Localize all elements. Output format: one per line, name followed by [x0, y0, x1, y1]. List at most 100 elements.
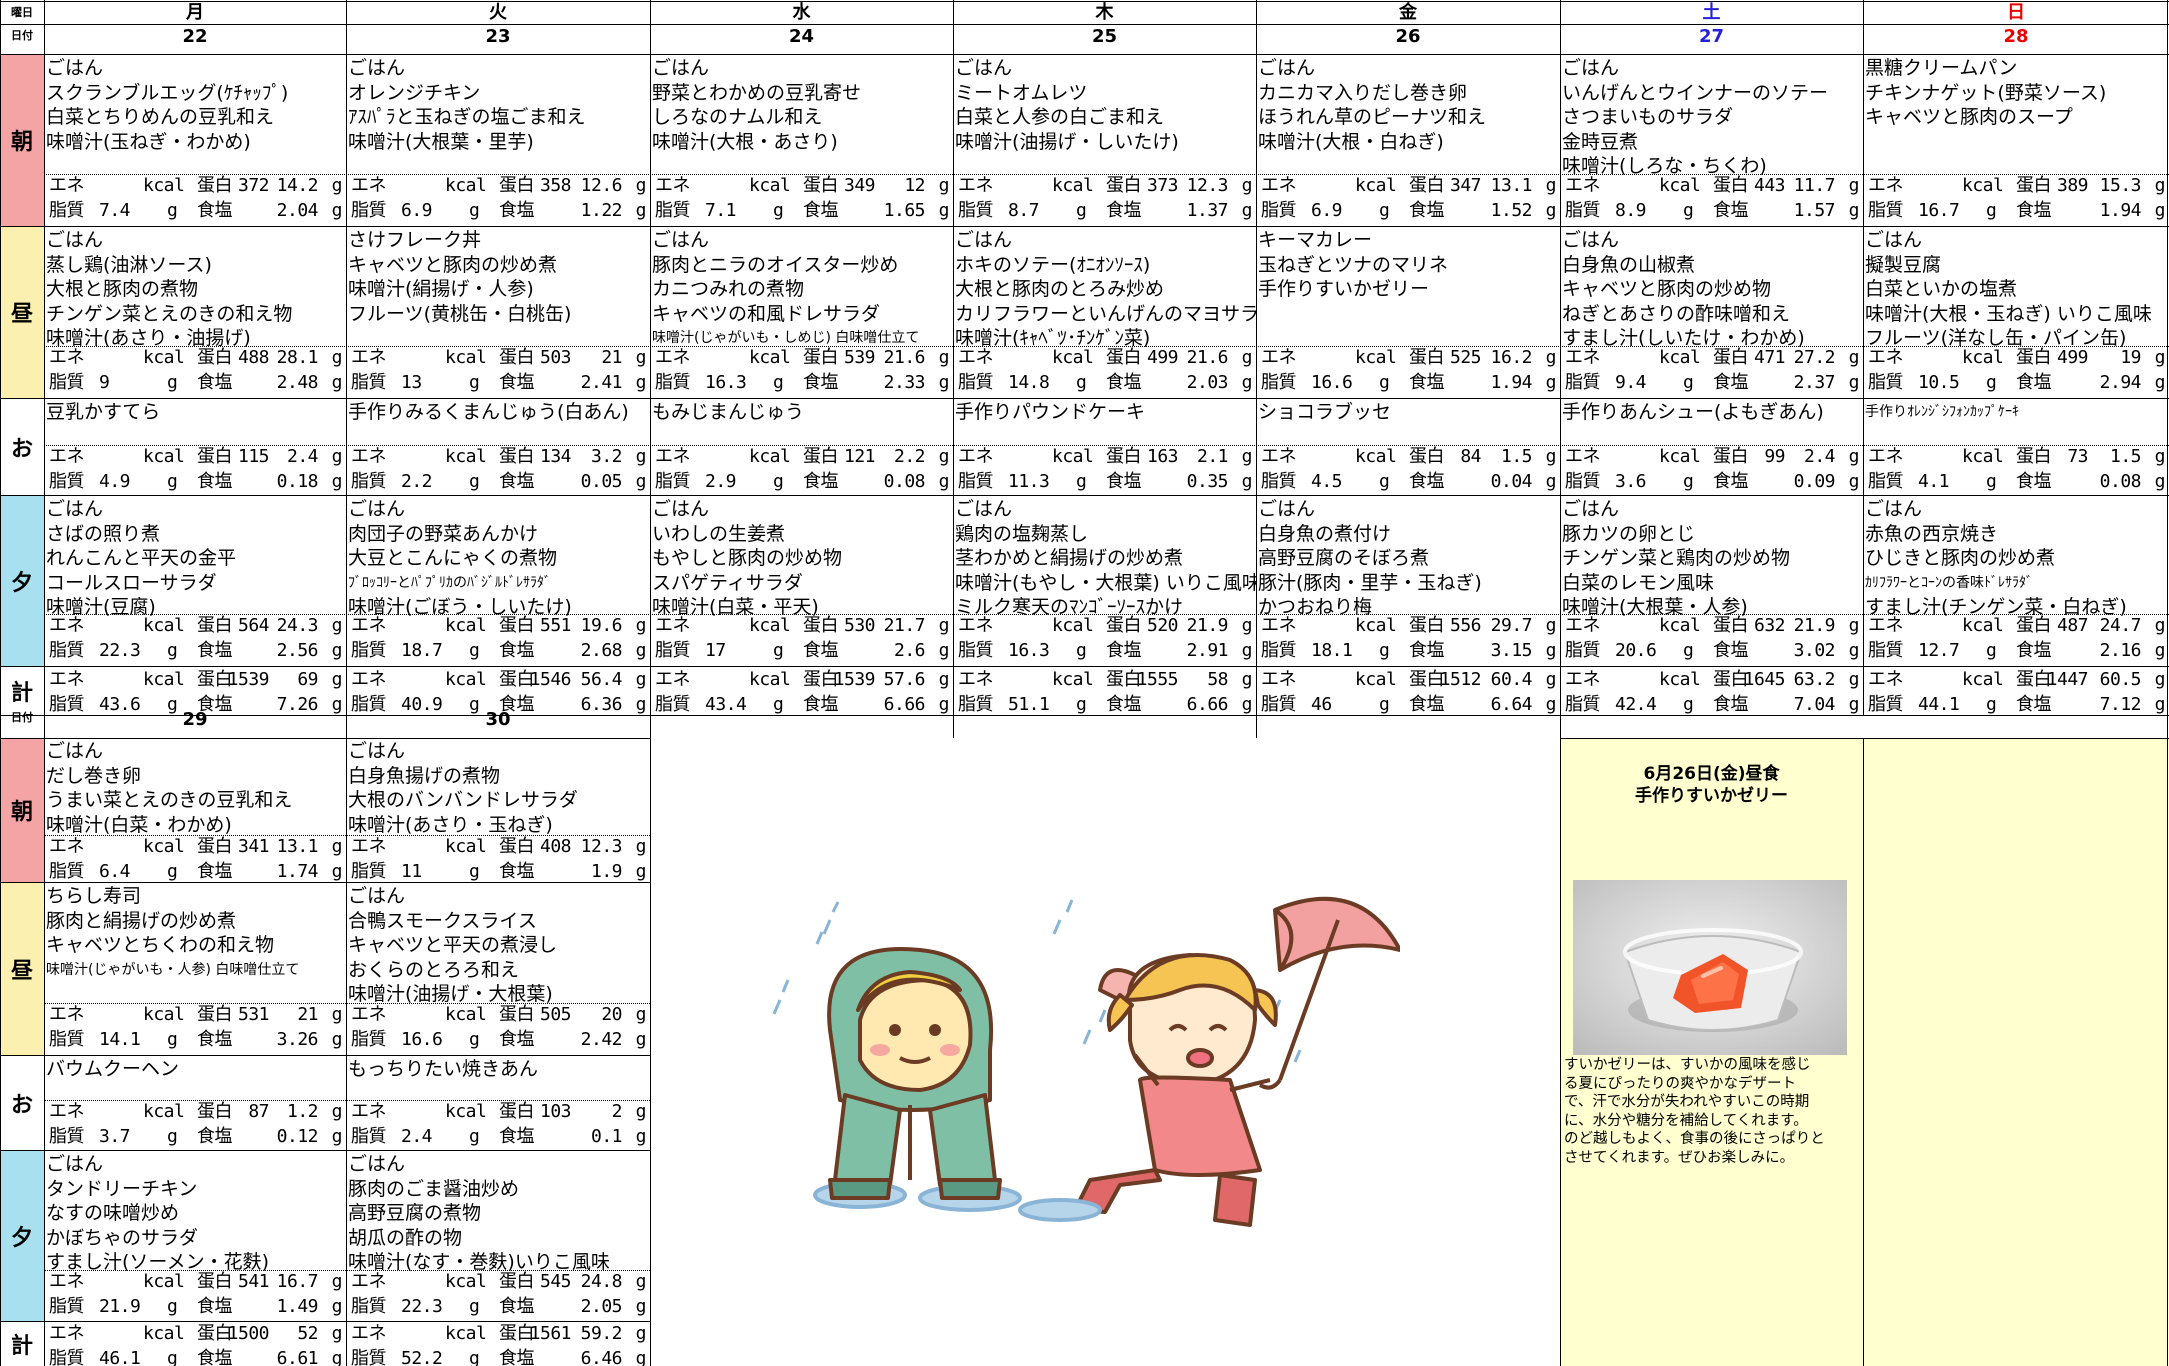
day-1: 火 [489, 2, 507, 23]
nutrition-value: エネ [49, 347, 85, 368]
day-6: 日 [2007, 2, 2025, 23]
menu-item: 豚肉とニラのオイスター炒め [652, 253, 899, 276]
nutrition-value: 食塩 [499, 199, 535, 221]
menu-item: さけフレーク丼 [348, 229, 482, 251]
nutrition-value: g [167, 371, 178, 393]
nutrition-value: エネ [1261, 615, 1297, 636]
menu-item: 手作りすいかゼリー [1258, 278, 1430, 300]
nutrition-value: 12 [904, 175, 925, 196]
menu-item: ごはん [46, 740, 104, 762]
nutrition-value: g [167, 1295, 178, 1317]
menu-item: ごはん [955, 57, 1013, 79]
nutrition-value: 蛋白 [499, 615, 535, 636]
nutrition-value: g [2154, 371, 2166, 393]
nutrition-value: g [167, 199, 178, 221]
nutrition-value: 蛋白 [803, 446, 839, 467]
nutrition-value: 1500 [227, 1323, 270, 1344]
nutrition-value: g [1076, 639, 1087, 661]
meal-dinner: ごはん肉団子の野菜あんかけ大豆とこんにゃくの煮物ﾌﾞﾛｯｺﾘｰとﾊﾟﾌﾟﾘｶのﾊ… [346, 497, 650, 620]
grid-line [0, 226, 2169, 227]
nutrition-value: 脂質 [351, 1028, 387, 1050]
nutrition-value: 13 [401, 371, 422, 393]
feature-title: 手作りすいかゼリー [1635, 786, 1788, 806]
grid-line [0, 715, 2169, 716]
nutrition-value: kcal [1962, 347, 2004, 368]
nutrition-value: g [635, 199, 647, 221]
nutrition-value: g [773, 470, 784, 492]
menu-item: キャベツと平天の煮浸し [348, 934, 558, 956]
nutrition-value: 2.68 [580, 639, 623, 661]
nutrition-value: 541 [237, 1271, 270, 1292]
menu-item: フルーツ(洋なし缶・パイン缶) [1865, 327, 2127, 349]
menu-item: れんこんと平天の金平 [46, 547, 237, 569]
nutrition-value: 52 [297, 1323, 318, 1344]
nutrition-value: 2.16 [2099, 639, 2142, 661]
day-0: 月 [186, 2, 204, 23]
nutrition-value: g [1241, 615, 1253, 636]
menu-item: いわしの生姜煮 [652, 522, 786, 545]
nutrition-value: 2.94 [2099, 371, 2142, 393]
meal-snack: もっちりたい焼きあん [346, 1057, 650, 1082]
menu-item: 豚肉のごま醤油炒め [348, 1177, 520, 1200]
nutrition-value: 2.04 [276, 199, 319, 221]
nutrition-value: 食塩 [197, 470, 233, 492]
nutrition-value: エネ [351, 347, 387, 368]
nutrition-value: エネ [1261, 347, 1297, 368]
nutrition-value: 脂質 [351, 199, 387, 221]
nutrition-value: 食塩 [499, 470, 535, 492]
nutrition-value: 4.1 [1918, 470, 1950, 492]
nutrition-value: 食塩 [499, 1295, 535, 1317]
nutrition-value: 44.1 [1918, 693, 1960, 715]
nutrition-value: 0.18 [276, 470, 319, 492]
menu-item: 鶏肉の塩麹蒸し [955, 522, 1089, 545]
nutrition-value: 脂質 [1261, 199, 1297, 221]
nutrition-value: 0.1 [590, 1125, 623, 1147]
nutrition-value: g [331, 860, 343, 882]
nutrition-value: 2.9 [705, 470, 737, 492]
menu-item: ごはん [955, 229, 1013, 251]
nutrition-value: 蛋白 [1409, 615, 1445, 636]
grid-line-dotted [44, 174, 2169, 175]
grid-line [0, 666, 2169, 667]
grid-line-dotted [44, 1270, 650, 1271]
menu-item: チキンナゲット(野菜ソース) [1865, 81, 2107, 104]
nutrition-value: 0.08 [883, 470, 926, 492]
nutrition-value: 8.9 [1615, 199, 1647, 221]
menu-item: もっちりたい焼きあん [348, 1058, 539, 1080]
nutrition-value: g [331, 1028, 343, 1050]
nutrition-value: 食塩 [197, 639, 233, 661]
nutrition-value: 食塩 [197, 199, 233, 221]
nutrition-value: 6.66 [1186, 693, 1229, 715]
nutrition-value: 14.1 [99, 1028, 141, 1050]
nutrition-value: kcal [143, 446, 185, 467]
nutrition-value: 脂質 [1565, 470, 1601, 492]
nutrition-value: 蛋白 [197, 1271, 233, 1292]
nutrition-value: 520 [1146, 615, 1179, 636]
grid-line-dotted [44, 346, 2169, 347]
nutrition-value: 食塩 [1106, 693, 1142, 715]
meal-lunch: キーマカレー玉ねぎとツナのマリネ手作りすいかゼリー [1256, 228, 1560, 302]
nutrition-value: 食塩 [1409, 693, 1445, 715]
nutrition-value: 蛋白 [1106, 446, 1142, 467]
nutrition-value: 408 [539, 836, 572, 857]
nutrition-value: 21 [297, 1004, 318, 1025]
slot-label-breakfast: 朝 [0, 54, 44, 226]
nutrition-value: g [773, 693, 784, 715]
menu-item: スクランブルエッグ(ｹﾁｬｯﾌﾟ) [46, 81, 289, 104]
nutrition-value: 1.5 [2109, 446, 2142, 467]
nutrition-value: 食塩 [197, 1347, 233, 1366]
nutrition-value: 13.1 [1490, 175, 1533, 196]
grid-line [0, 1, 2169, 2]
nutrition-value: 18.7 [401, 639, 443, 661]
nutrition-value: エネ [958, 446, 994, 467]
menu-item: キャベツと豚肉の炒め物 [1562, 278, 1772, 300]
jelly-photo [1573, 880, 1847, 1055]
nutrition-value: 脂質 [49, 860, 85, 882]
nutrition-value: kcal [749, 347, 791, 368]
slot-label-total: 計 [0, 666, 44, 715]
